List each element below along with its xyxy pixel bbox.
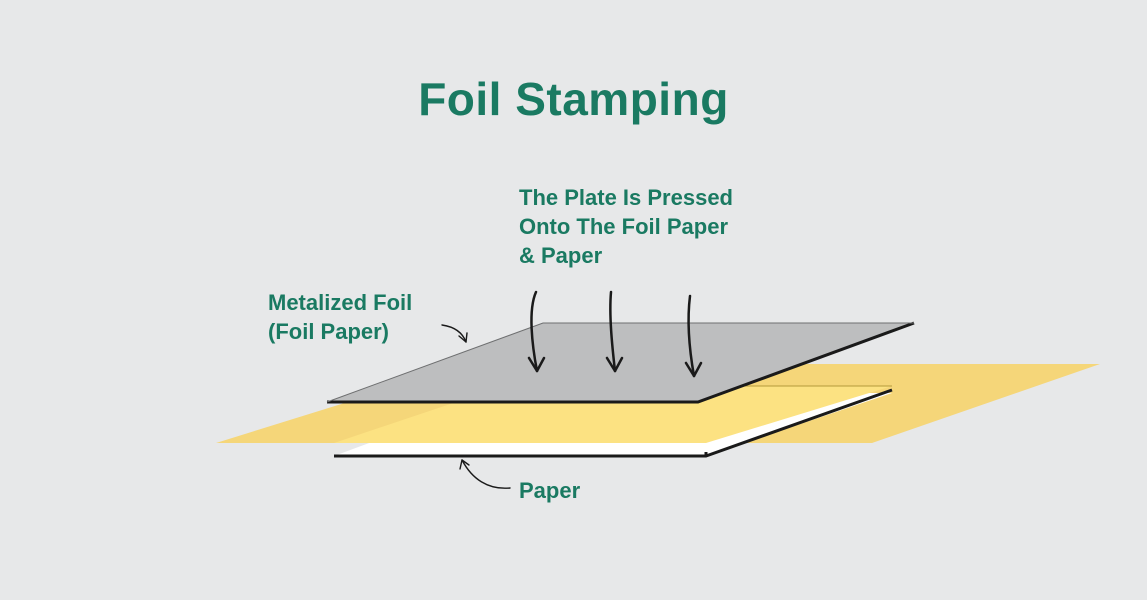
plate-label-line-2: Onto The Foil Paper — [519, 214, 729, 239]
plate-label-line-1: The Plate Is Pressed — [519, 185, 733, 210]
foil-label-line-1: Metalized Foil — [268, 290, 413, 315]
down-arrow-icon — [605, 290, 624, 373]
diagram-title: Foil Stamping — [418, 73, 729, 125]
plate-pressed-label: The Plate Is Pressed Onto The Foil Paper… — [519, 183, 733, 270]
paper-label: Paper — [519, 478, 581, 503]
plate-label-line-3: & Paper — [519, 243, 603, 268]
down-arrow-icon — [684, 294, 703, 378]
foil-edge — [327, 321, 915, 404]
foil-label-line-2: (Foil Paper) — [268, 319, 390, 344]
down-arrow-icon — [527, 290, 546, 373]
curved-pointer-arrow-icon — [441, 324, 468, 343]
metalized-foil-label: Metalized Foil (Foil Paper) — [268, 288, 412, 346]
curved-pointer-arrow-icon — [459, 459, 511, 489]
